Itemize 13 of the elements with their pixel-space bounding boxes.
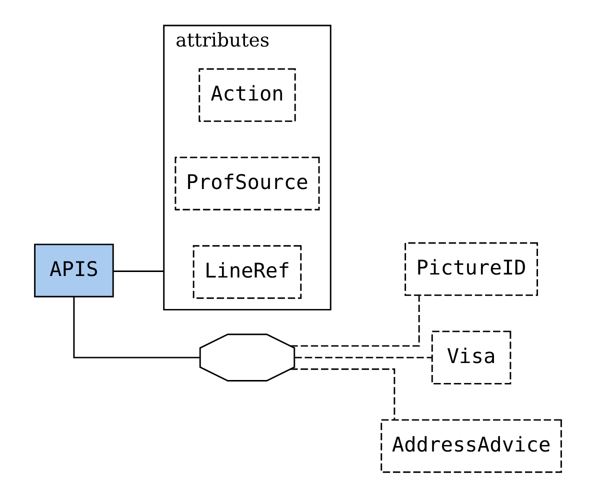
- connector: [290, 368, 396, 420]
- connector: [294, 356, 432, 358]
- node-box: LineRef: [192, 245, 302, 299]
- node-box: PictureID: [404, 242, 538, 296]
- connector: [290, 296, 420, 347]
- node-octagon: [199, 334, 296, 382]
- node-box: Action: [198, 68, 296, 122]
- connector: [114, 270, 164, 272]
- connector: [73, 296, 200, 358]
- node-box: Visa: [431, 330, 512, 384]
- node-box: AddressAdvice: [380, 419, 562, 473]
- node-box: ProfSource: [174, 156, 320, 210]
- node-box: APIS: [34, 244, 114, 298]
